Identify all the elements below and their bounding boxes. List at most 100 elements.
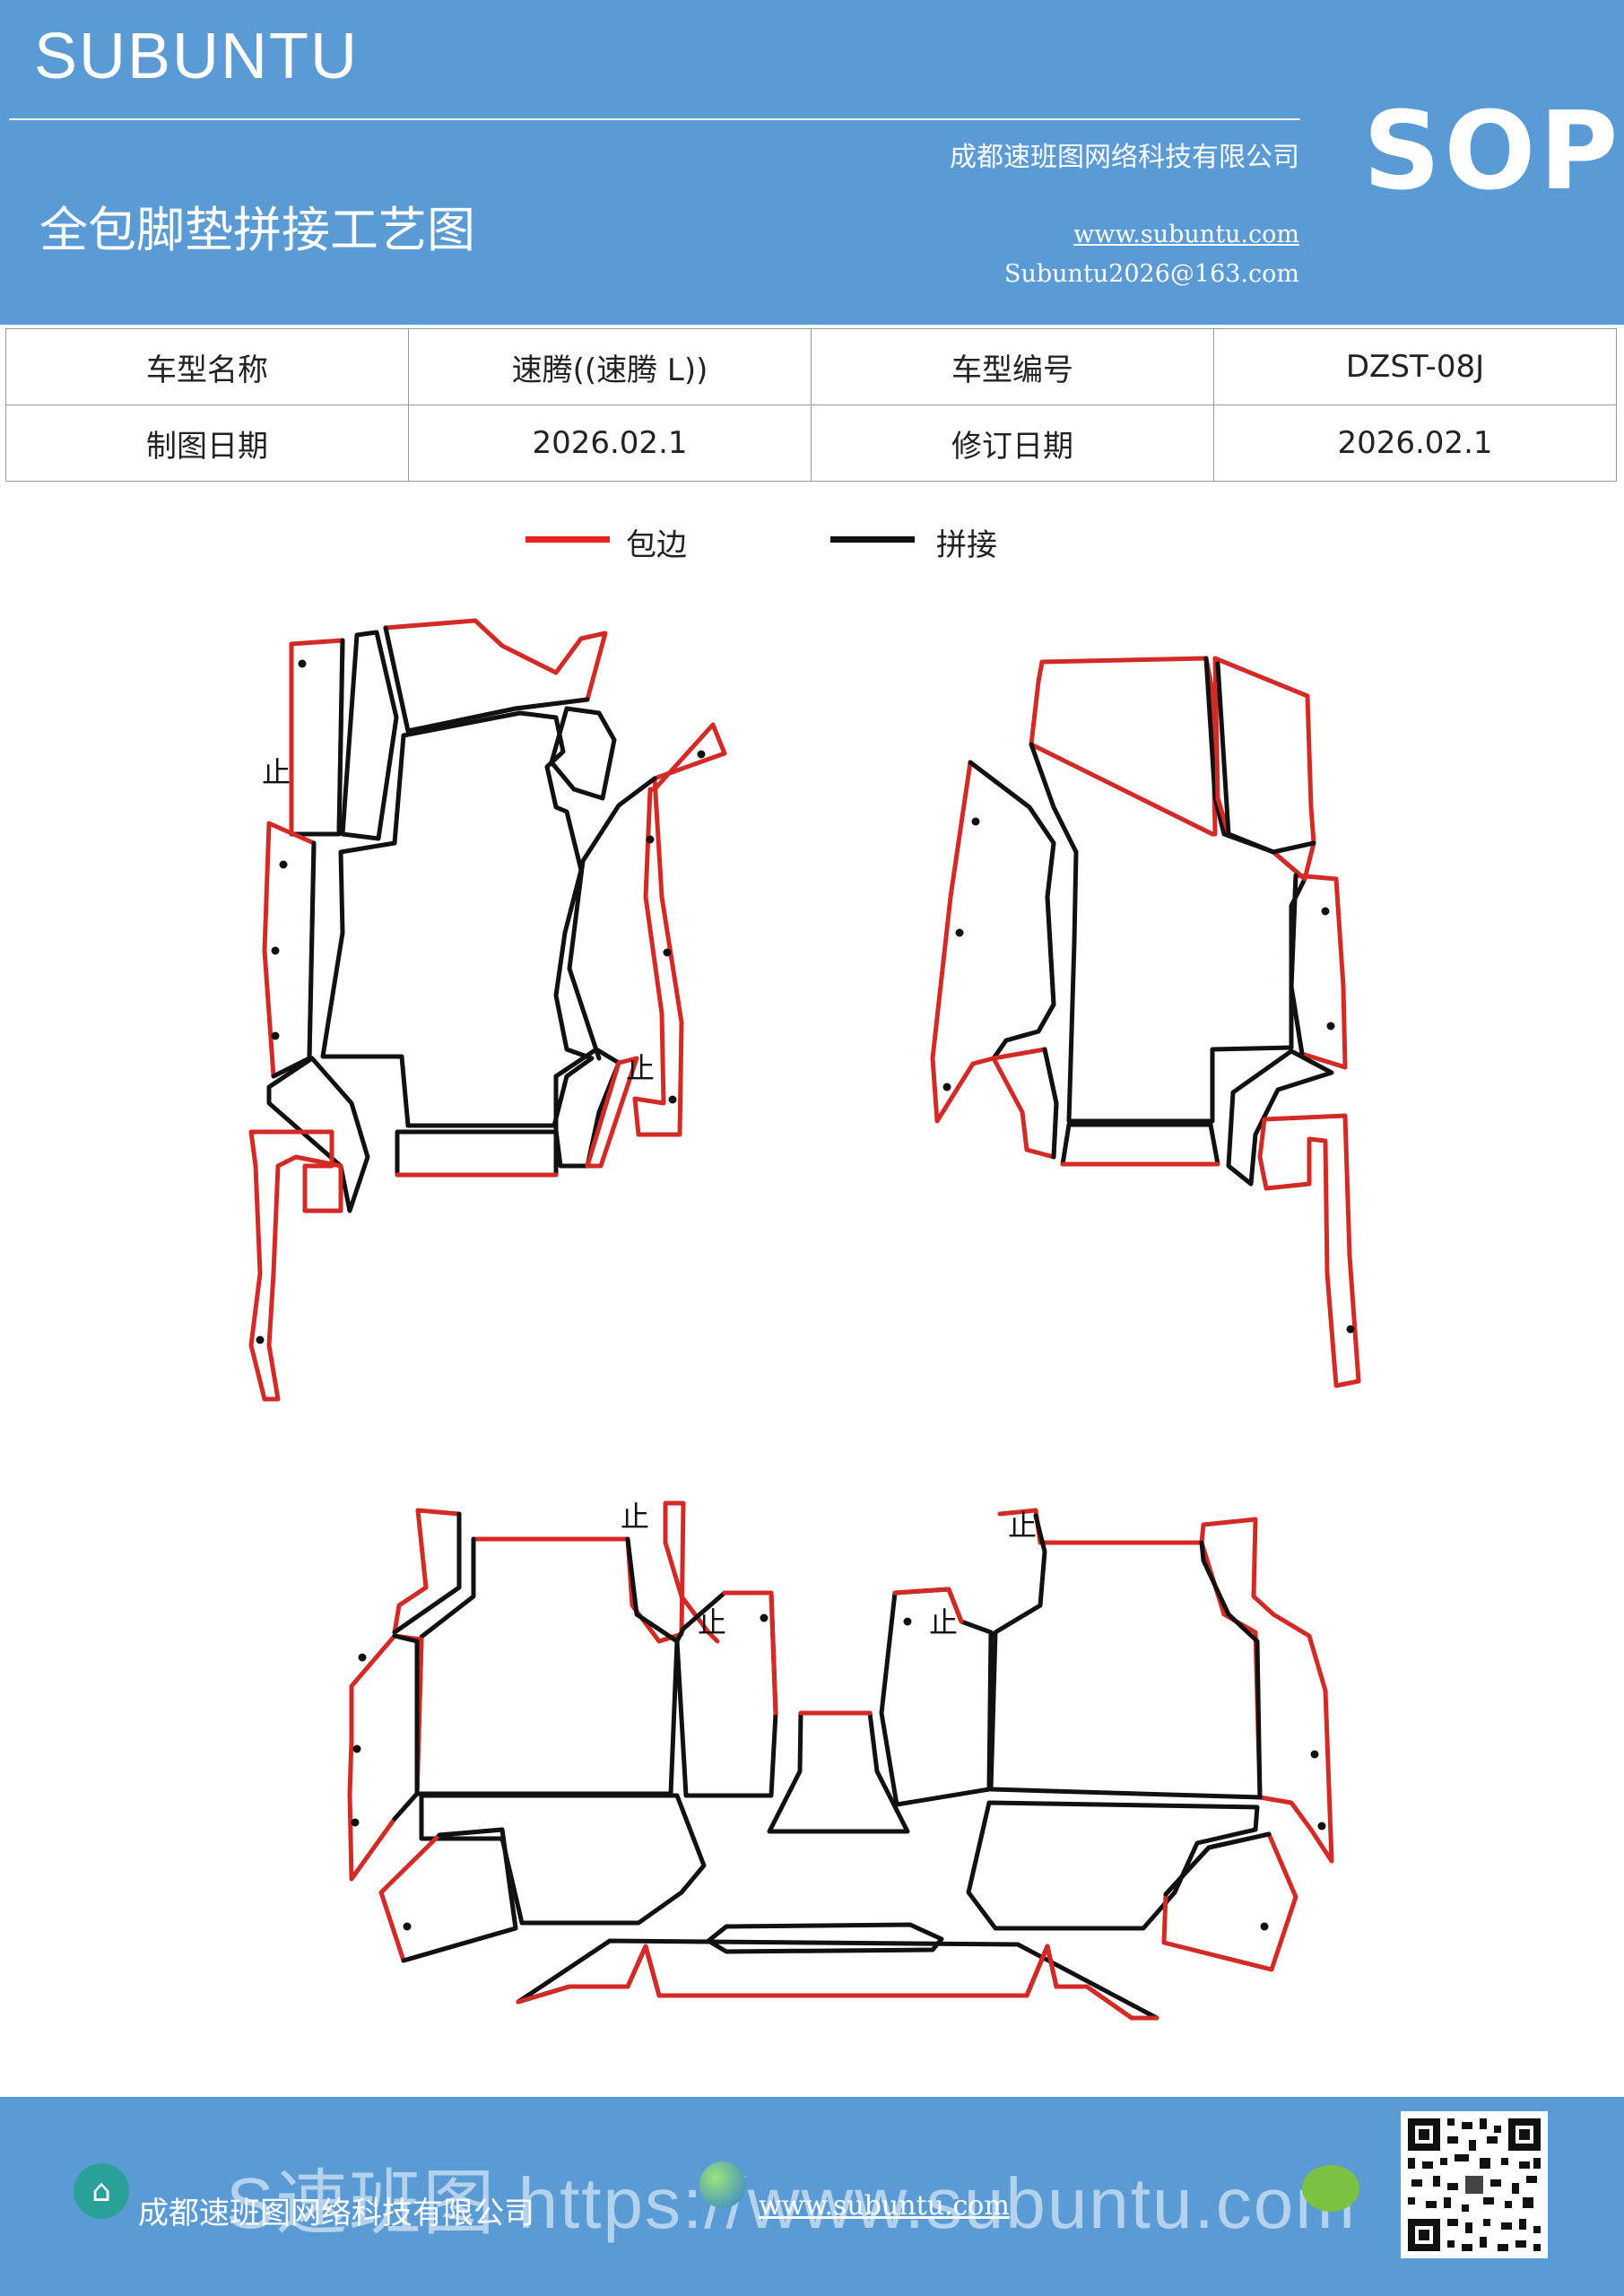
- table-cell: 修订日期: [811, 404, 1214, 482]
- mat-piece: [248, 1129, 343, 1402]
- mat-piece: [553, 1047, 621, 1169]
- legend-red-line: [525, 536, 610, 543]
- rivet-dot: [1321, 907, 1330, 916]
- table-cell: 速腾((速腾 L)): [408, 328, 812, 405]
- email-address: Subuntu2026@163.com: [1004, 260, 1299, 288]
- mat-piece: [767, 1710, 910, 1834]
- legend-label-edge: 包边: [626, 527, 687, 563]
- seam: [401, 1827, 518, 1963]
- rivet-dot: [1260, 1922, 1269, 1931]
- seam: [1029, 656, 1307, 1124]
- building-icon: ⌂: [74, 2163, 129, 2219]
- mat-piece: [1226, 1048, 1334, 1187]
- header-banner: SUBUNTU SOP 全包脚垫拼接工艺图 成都速班图网络科技有限公司 www.…: [0, 0, 1624, 325]
- driver-mat-group: 止 止: [248, 618, 727, 1402]
- legend-label-seam: 拼接: [936, 527, 997, 563]
- mat-piece: [585, 1056, 639, 1169]
- rivet-dot: [971, 817, 980, 826]
- seam: [1163, 1831, 1272, 1897]
- mat-piece: [1029, 656, 1218, 837]
- mat-piece: [378, 1827, 518, 1963]
- rivet-dot: [358, 1653, 367, 1662]
- rivet-dot: [1310, 1750, 1319, 1759]
- rivet-dot: [663, 948, 672, 957]
- mat-piece: [289, 638, 345, 837]
- mat-piece: [340, 630, 399, 841]
- seam: [414, 1536, 680, 1796]
- passenger-mat-group: [930, 656, 1361, 1388]
- brand-logo: SUBUNTU: [34, 21, 360, 92]
- footer-website-link[interactable]: www.subuntu.com: [759, 2190, 1010, 2222]
- seam: [392, 1511, 462, 1635]
- mat-piece: [471, 1500, 720, 1644]
- rivet-dot: [697, 750, 706, 759]
- stop-mark: 止: [929, 1605, 958, 1639]
- qr-code[interactable]: [1401, 2111, 1548, 2258]
- seam: [392, 1633, 420, 1822]
- rivet-dot: [271, 1031, 280, 1040]
- rivet-dot: [1346, 1325, 1355, 1334]
- mat-piece: [419, 1793, 707, 1926]
- stop-mark: 止: [621, 1500, 649, 1534]
- stop-mark: 止: [698, 1605, 726, 1639]
- mat-piece: [706, 1922, 944, 1954]
- rivet-dot: [668, 1095, 677, 1104]
- seam: [988, 1513, 1263, 1800]
- table-cell: 车型编号: [811, 328, 1214, 405]
- rivet-dot: [1326, 1022, 1335, 1031]
- seam: [383, 625, 590, 734]
- table-cell: 2026.02.1: [408, 404, 812, 482]
- rivet-dot: [760, 1613, 769, 1622]
- table-cell: DZST-08J: [1213, 328, 1617, 405]
- footer-watermark-banner: S速班图 https://www.subuntu.com: [226, 2163, 1357, 2243]
- mat-piece: [347, 1633, 424, 1882]
- table-row: 制图日期 2026.02.1 修订日期 2026.02.1: [5, 404, 1617, 482]
- seam: [516, 1944, 1159, 2021]
- doc-type-label: SOP: [1363, 90, 1622, 214]
- mat-piece: [1060, 1122, 1220, 1167]
- seam: [968, 760, 1056, 1061]
- seam: [271, 840, 317, 1079]
- rivet-dot: [942, 1083, 951, 1091]
- mat-piece: [266, 1056, 370, 1213]
- company-name: 成都速班图网络科技有限公司: [950, 142, 1299, 173]
- table-cell: 车型名称: [5, 328, 409, 405]
- table-row: 车型名称 速腾((速腾 L)) 车型编号 DZST-08J: [5, 328, 1617, 405]
- floor-mat-diagram: 止 止: [248, 618, 1361, 2021]
- rivet-dot: [1317, 1822, 1326, 1831]
- mat-piece: [966, 1800, 1260, 1931]
- website-link[interactable]: www.subuntu.com: [1073, 221, 1299, 248]
- rivet-dot: [903, 1617, 912, 1626]
- legend-black-line: [830, 536, 915, 543]
- footer-company-name: 成都速班图网络科技有限公司: [138, 2196, 534, 2231]
- header-divider: [9, 118, 1300, 120]
- table-cell: 制图日期: [5, 404, 409, 482]
- mat-piece: [395, 1129, 559, 1178]
- wechat-icon: [1302, 2165, 1359, 2212]
- rivet-dot: [646, 835, 655, 844]
- mat-piece: [549, 706, 617, 801]
- mat-piece: [997, 1508, 1334, 1864]
- stop-mark: 止: [626, 1051, 655, 1085]
- rivet-dot: [279, 860, 288, 869]
- seam: [1215, 661, 1316, 855]
- mat-piece: [632, 722, 727, 1137]
- mat-piece: [1257, 1113, 1361, 1388]
- page-title: 全包脚垫拼接工艺图: [39, 202, 475, 258]
- seam: [567, 776, 657, 1061]
- vehicle-info-table: 车型名称 速腾((速腾 L)) 车型编号 DZST-08J 制图日期 2026.…: [5, 328, 1617, 482]
- mat-piece: [1161, 1831, 1298, 1972]
- rivet-dot: [403, 1922, 412, 1931]
- mat-piece: [1212, 656, 1316, 882]
- seam: [289, 638, 345, 837]
- seam: [1042, 1047, 1059, 1160]
- rivet-dot: [256, 1335, 265, 1344]
- table-cell: 2026.02.1: [1213, 404, 1617, 482]
- globe-icon: [699, 2161, 746, 2208]
- rivet-dot: [955, 928, 964, 937]
- rivet-dot: [271, 946, 280, 955]
- rivet-dot: [351, 1818, 360, 1827]
- rivet-dot: [352, 1744, 361, 1753]
- seam: [1289, 873, 1305, 1057]
- seam: [892, 1587, 964, 1624]
